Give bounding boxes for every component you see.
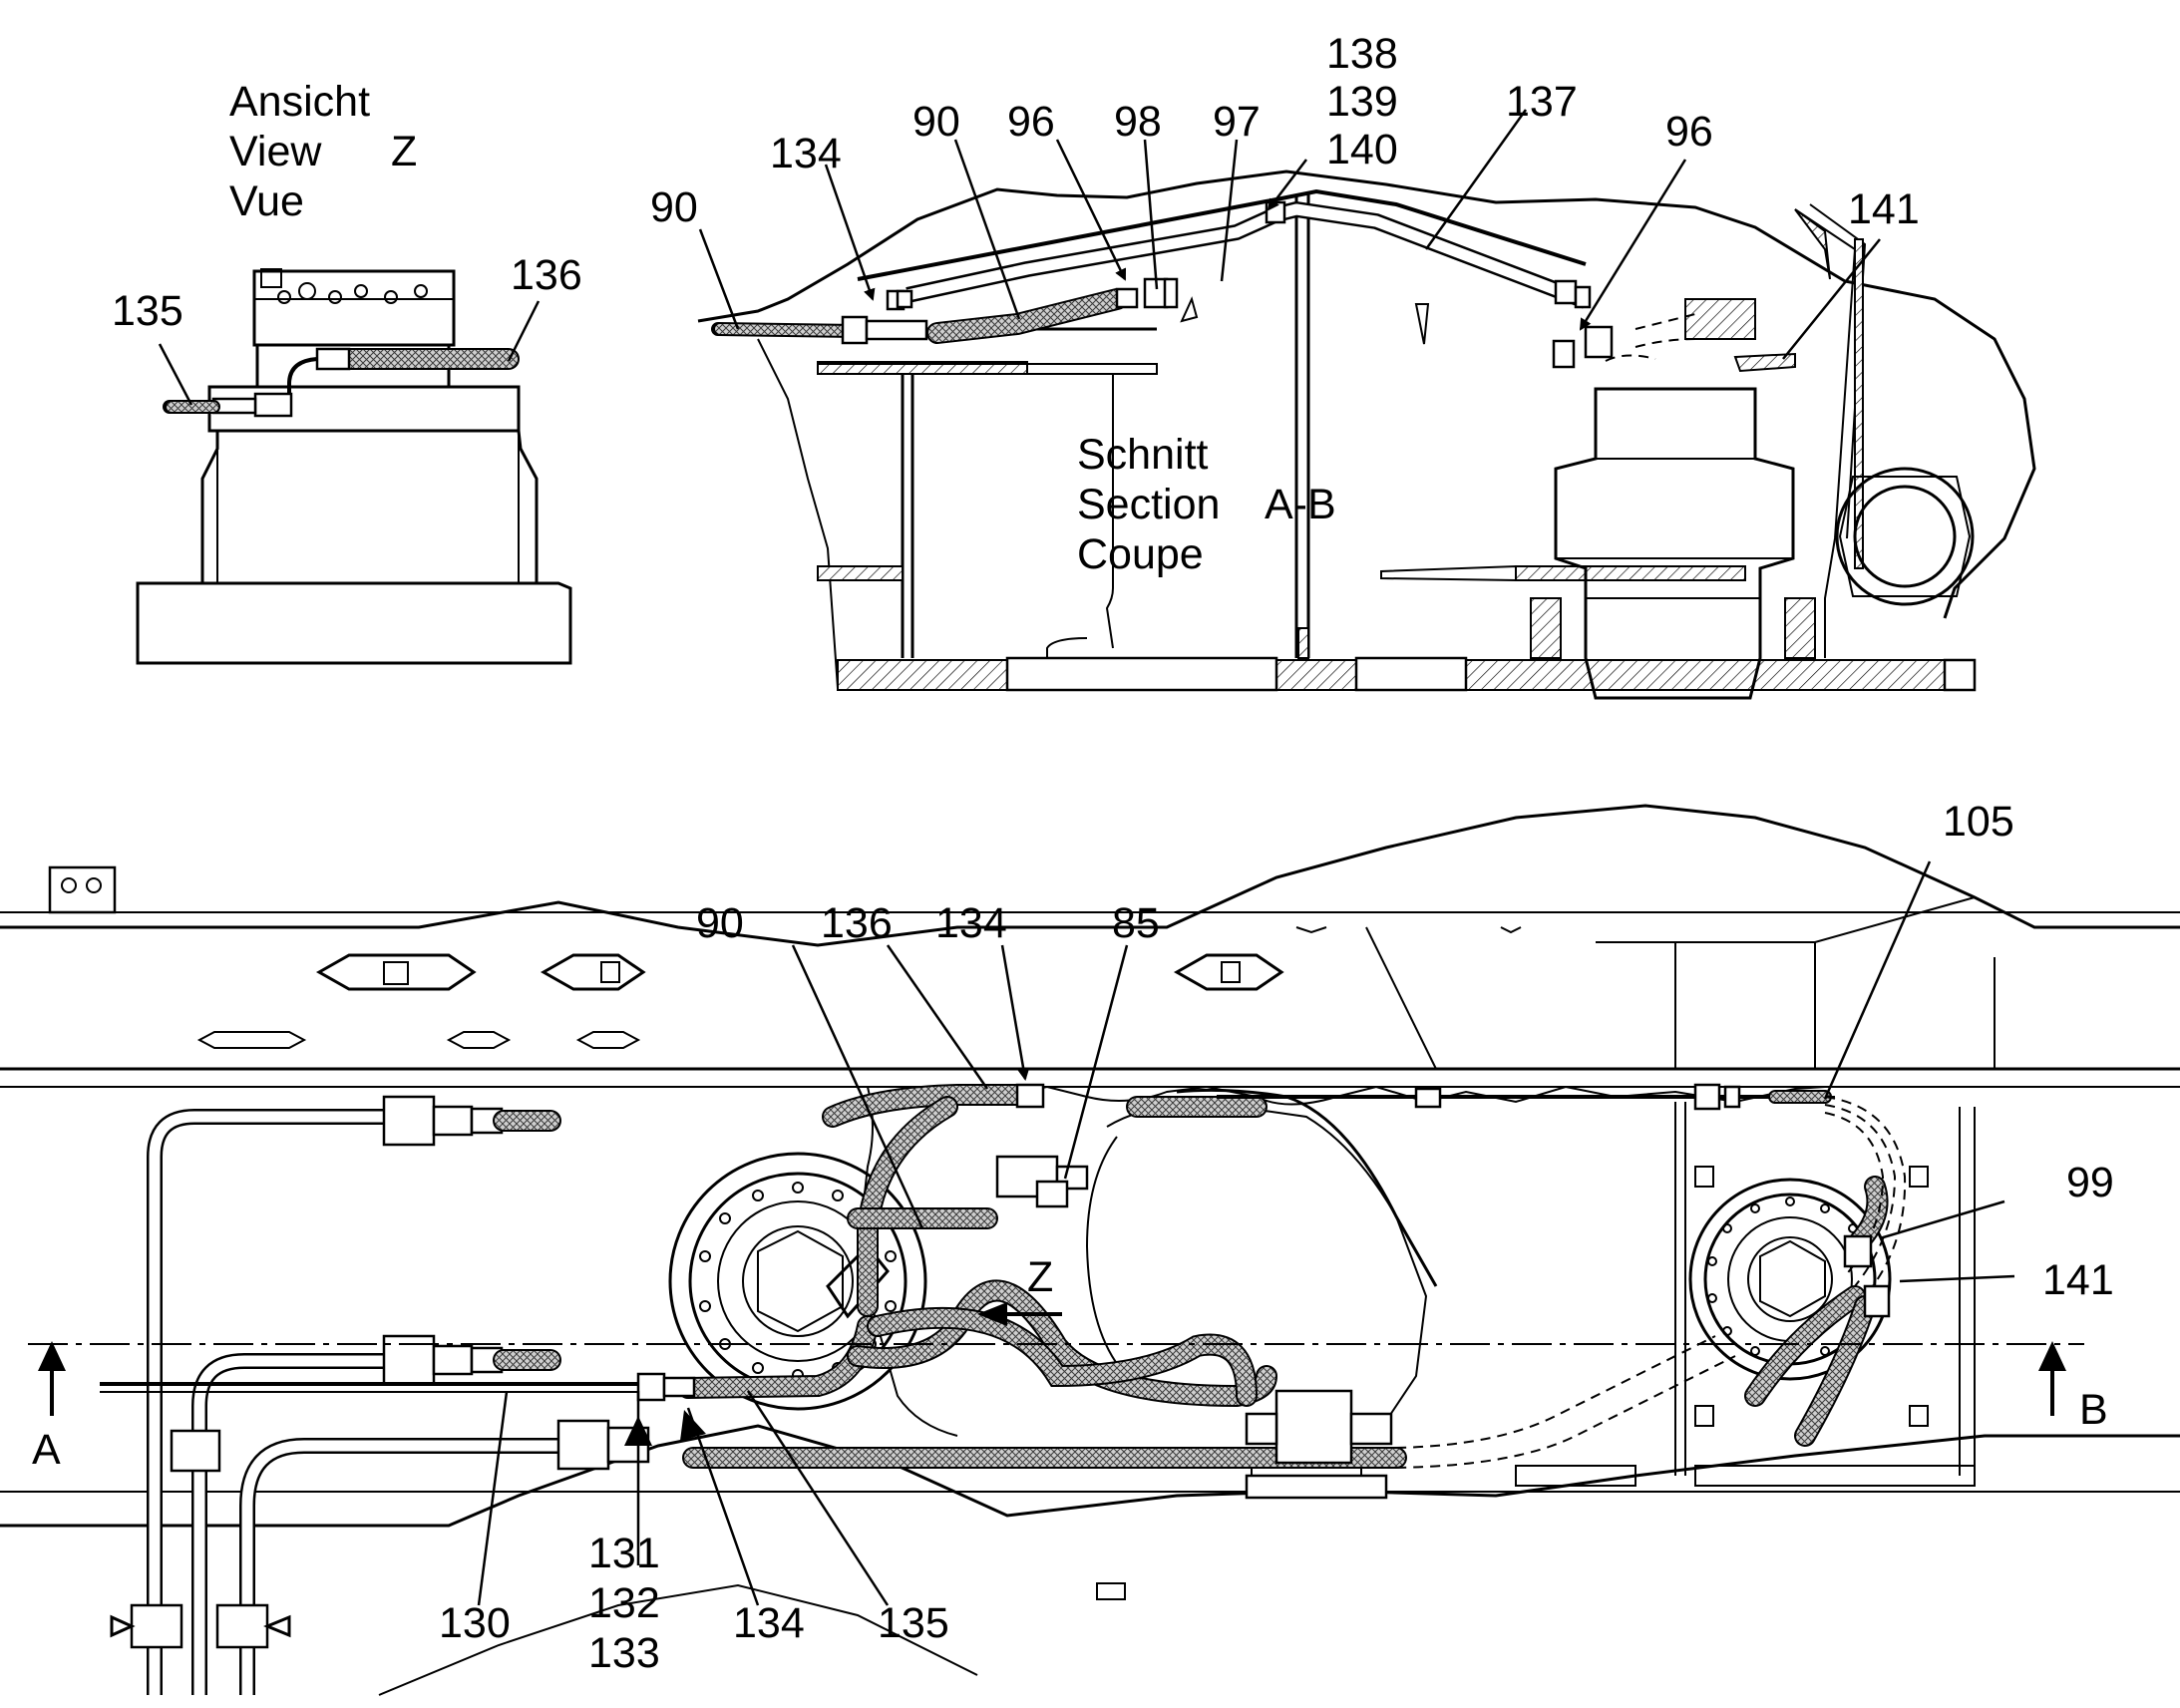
section-title-en: Section (1077, 481, 1220, 528)
callout-main-135: 135 (878, 1599, 949, 1647)
callout-131-arrow-icon (624, 1416, 652, 1446)
main-fittings (636, 1083, 1891, 1500)
callout-main-136: 136 (821, 899, 893, 947)
section-cut-line (28, 1302, 2084, 1416)
callout-section-98: 98 (1114, 98, 1162, 146)
callout-section-96b: 96 (1665, 108, 1713, 156)
callout-section-138: 138 (1326, 30, 1398, 78)
callout-section-90b: 90 (912, 98, 960, 146)
left-hub-bolts (699, 1182, 897, 1381)
leader-view-z-135 (158, 343, 193, 406)
section-arrow-b-icon (2038, 1341, 2066, 1371)
callout-main-99: 99 (2066, 1159, 2114, 1206)
callout-main-134-top: 134 (935, 899, 1007, 947)
callout-view-z-136: 136 (511, 251, 582, 299)
callout-main-130: 130 (439, 1599, 511, 1647)
frame-diamond-plates (196, 953, 1284, 1049)
callout-section-134: 134 (770, 130, 842, 177)
callout-main-90: 90 (696, 899, 744, 947)
view-z-letter: Z (391, 128, 417, 175)
section-ab-motor (1530, 298, 1816, 700)
callout-section-97: 97 (1213, 98, 1261, 146)
view-z-group: Ansicht View Vue Z (112, 78, 582, 665)
callout-section-90a: 90 (650, 183, 698, 231)
section-ab-lines (711, 188, 1614, 369)
callout-main-85: 85 (1112, 899, 1160, 947)
callout-section-139: 139 (1326, 78, 1398, 126)
section-title-de: Schnitt (1077, 431, 1209, 479)
callout-main-z: Z (1027, 1253, 1053, 1301)
main-view-leaders (477, 860, 2015, 1606)
callout-main-131: 131 (588, 1530, 660, 1577)
callout-view-z-135: 135 (112, 287, 183, 335)
main-pipes-left (110, 1095, 650, 1695)
main-view-group: 105 90 136 134 85 99 141 Z A B 130 131 1… (0, 798, 2180, 1696)
leader-view-z-136 (507, 300, 541, 362)
callout-section-96a: 96 (1007, 98, 1055, 146)
section-arrow-a-icon (38, 1341, 66, 1371)
callout-main-105: 105 (1943, 798, 2014, 846)
view-z-title-de: Ansicht (229, 78, 370, 126)
section-ab-structure (697, 170, 2036, 700)
main-hoses (100, 1084, 1907, 1469)
callout-main-141: 141 (2042, 1256, 2114, 1304)
section-title-fr: Coupe (1077, 530, 1204, 578)
section-ab-group: Schnitt Section Coupe A-B 90 134 90 96 9… (650, 30, 2036, 700)
main-frame-structure (0, 804, 2180, 1696)
callout-main-134-bottom: 134 (733, 1599, 805, 1647)
view-z-arrow-icon (977, 1302, 1007, 1326)
section-letter: A-B (1265, 481, 1336, 528)
left-hub (668, 1152, 927, 1411)
callout-main-a: A (32, 1426, 61, 1474)
callout-main-133: 133 (588, 1629, 660, 1677)
callout-main-b: B (2079, 1386, 2108, 1434)
view-z-hoses (163, 347, 520, 418)
section-ab-leaders (698, 109, 1881, 360)
callout-section-141: 141 (1848, 185, 1920, 233)
callout-section-140: 140 (1326, 126, 1398, 173)
callout-main-132: 132 (588, 1579, 660, 1627)
view-z-title-en: View (229, 128, 322, 175)
view-z-title-fr: Vue (229, 177, 304, 225)
view-z-motor-outline (136, 268, 572, 665)
callout-134-arrow-icon (680, 1410, 706, 1441)
callout-section-137: 137 (1506, 78, 1578, 126)
